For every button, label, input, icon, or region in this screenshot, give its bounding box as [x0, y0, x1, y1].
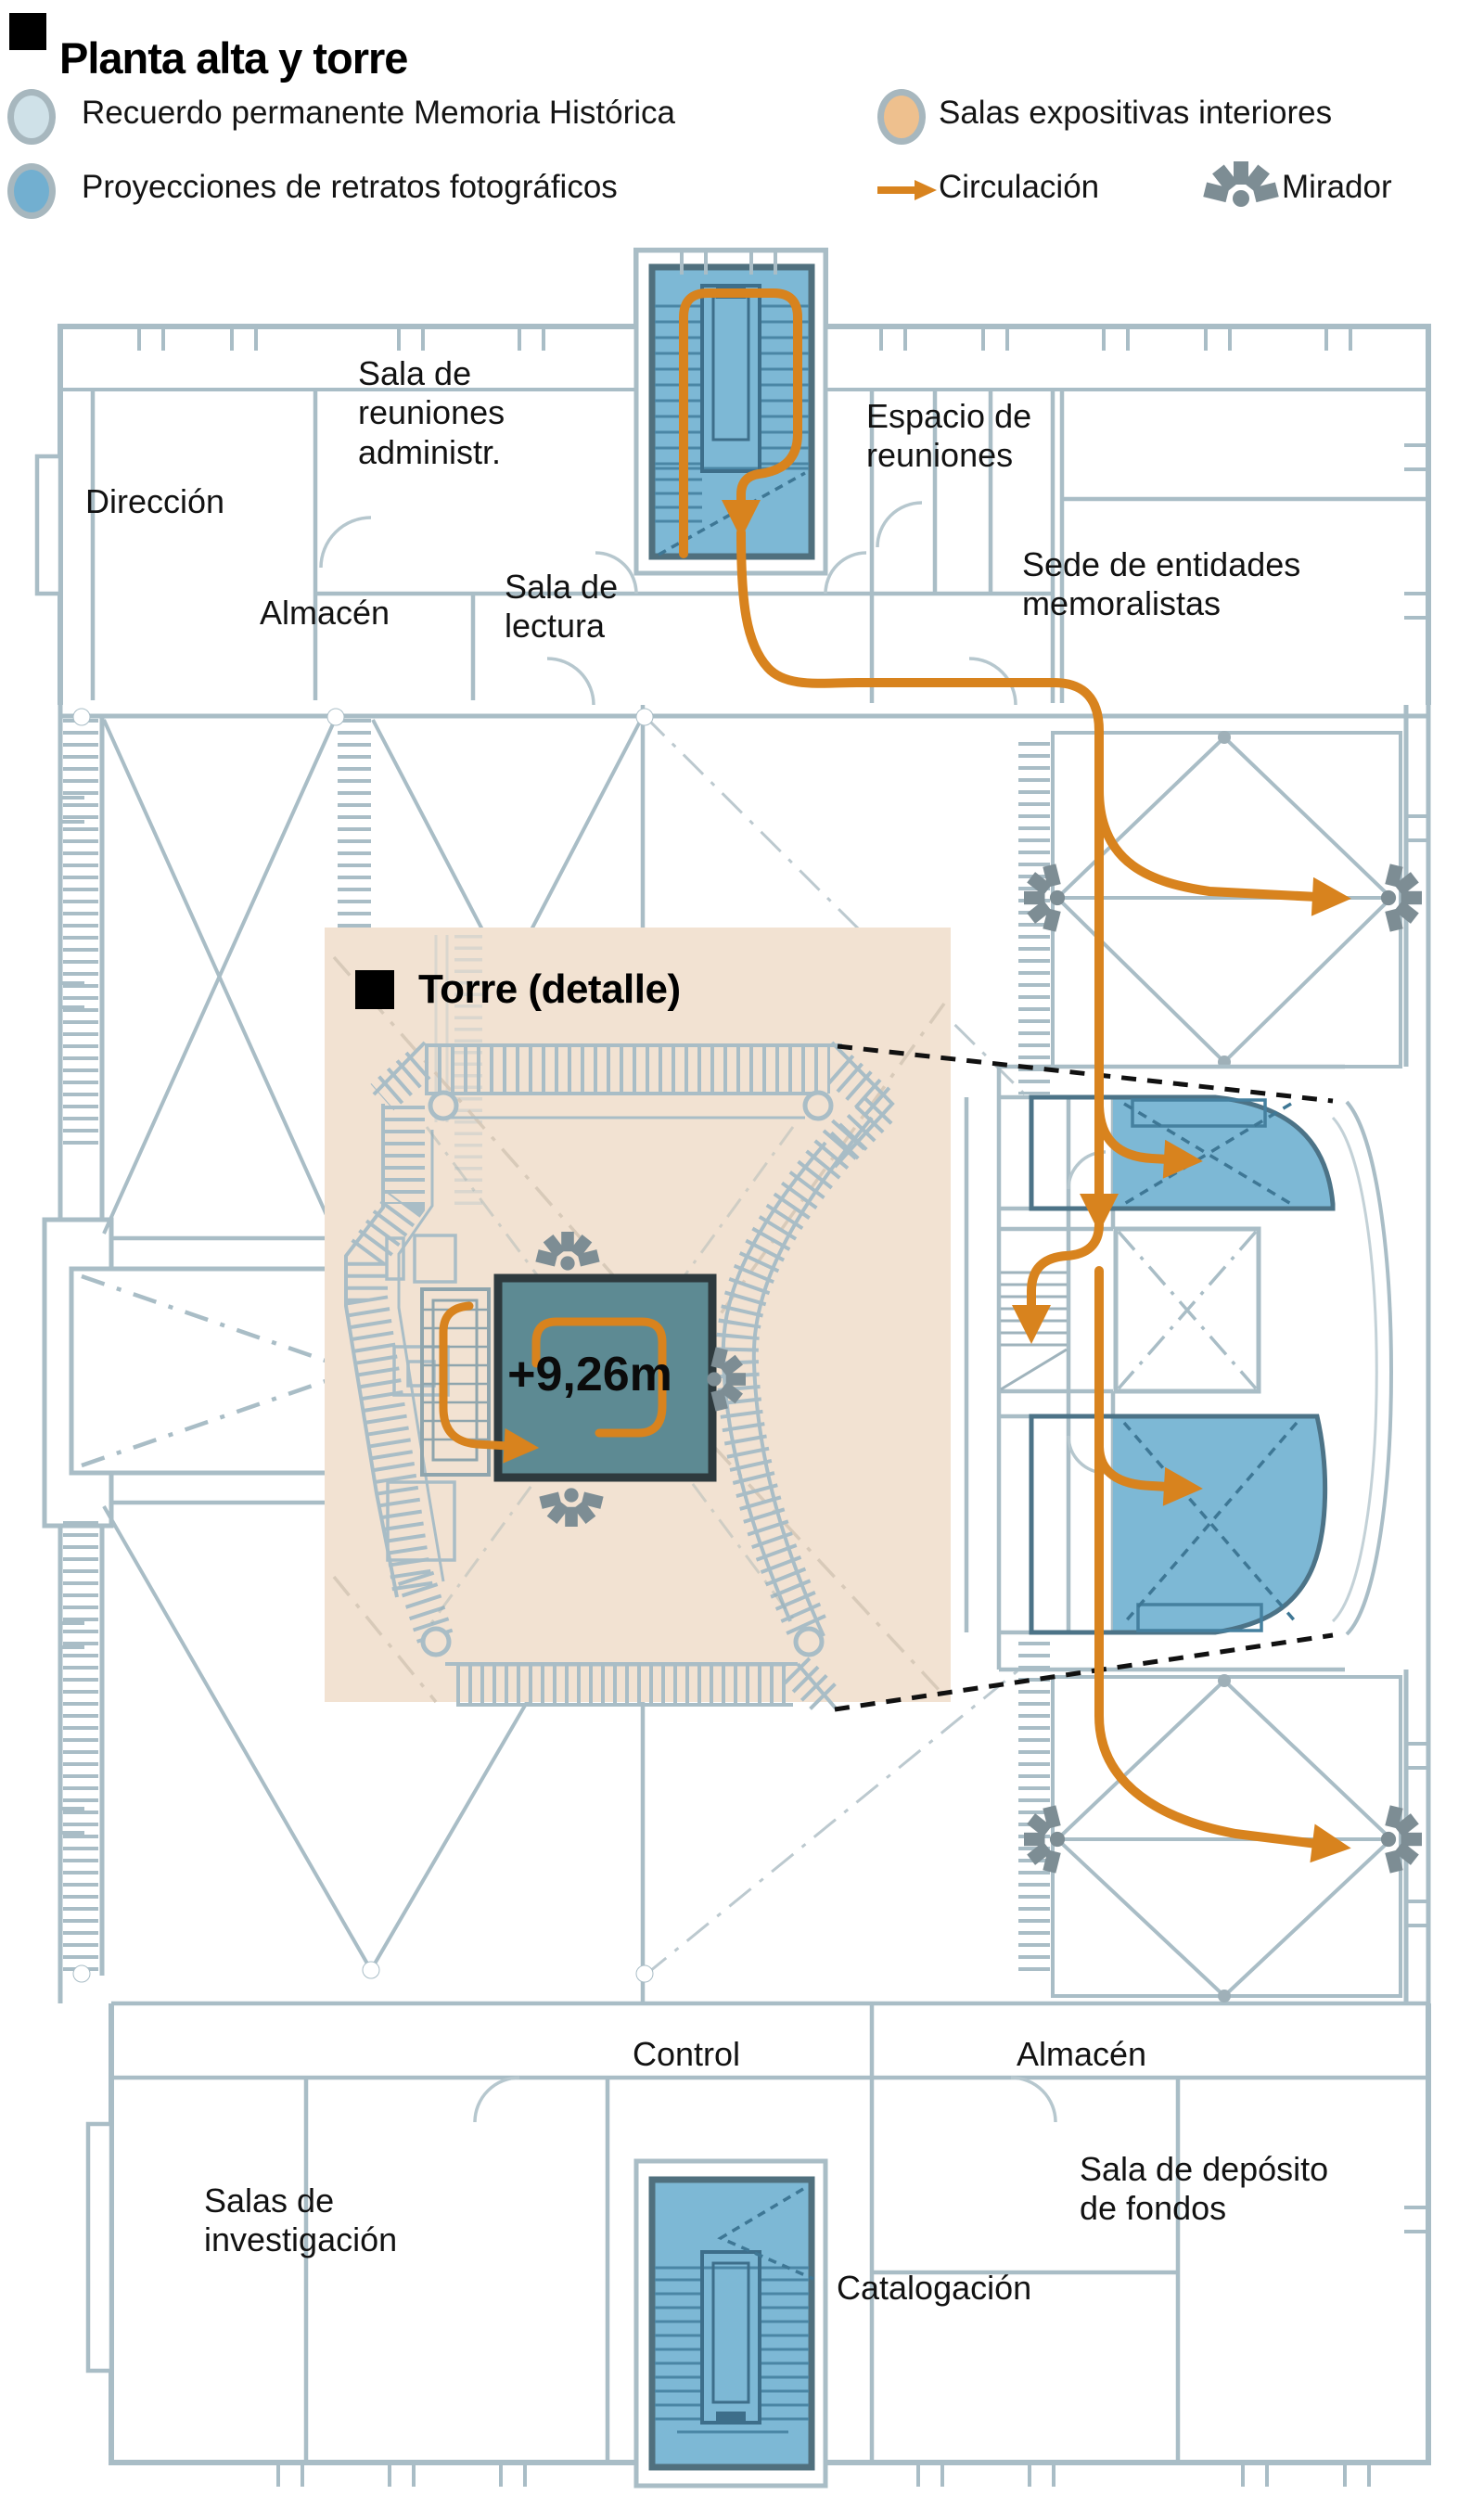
room-label-catalogacion: Catalogación: [837, 2269, 1032, 2307]
mirador-icon: [1024, 1805, 1066, 1874]
room-label-sede-entidades: Sede de entidades memoralistas: [1022, 545, 1301, 623]
legend-label-salas: Salas expositivas interiores: [939, 95, 1333, 131]
mirador-icon: [1024, 864, 1066, 932]
room-label-salas-investigacion: Salas de investigación: [204, 2182, 398, 2259]
legend-swatch-salas: [877, 89, 926, 145]
room-label-control: Control: [633, 2035, 741, 2073]
mirador-legend-icon: [1203, 161, 1279, 207]
inset-title: Torre (detalle): [355, 966, 681, 1013]
circulation-arrow-icon: [877, 180, 937, 200]
tower-site: [964, 1064, 1393, 1672]
inset-title-bullet: [355, 970, 394, 1009]
room-label-espacio-reuniones: Espacio de reuniones: [866, 397, 1032, 475]
elevation-label: +9,26m: [507, 1348, 672, 1401]
tower-inset-panel: [325, 928, 951, 1715]
title-bullet: [9, 13, 46, 50]
inset-connector-lines: [834, 1043, 1334, 1712]
room-label-sala-lectura: Sala de lectura: [505, 568, 619, 646]
room-label-almacen-bottom: Almacén: [1017, 2035, 1147, 2073]
projection-room-upper: [1029, 1094, 1336, 1211]
legend-swatch-recuerdo: [7, 89, 56, 145]
legend-label-mirador: Mirador: [1282, 169, 1392, 205]
room-label-sala-deposito: Sala de depósito de fondos: [1080, 2150, 1329, 2228]
page-title: Planta alta y torre: [59, 33, 408, 83]
legend-label-proyecciones: Proyecciones de retratos fotográficos: [82, 169, 618, 205]
door-arcs: [319, 501, 1107, 2123]
inset-title-text: Torre (detalle): [418, 966, 681, 1012]
legend-label-circulacion: Circulación: [939, 169, 1100, 205]
legend-label-recuerdo: Recuerdo permanente Memoria Histórica: [82, 95, 675, 131]
stairwell-bottom: [633, 2158, 828, 2489]
projection-room-lower: [1029, 1414, 1328, 1635]
room-label-almacen-top: Almacén: [260, 594, 390, 632]
legend-swatch-proyecciones: [7, 163, 56, 219]
room-label-sala-reuniones: Sala de reuniones administr.: [358, 354, 505, 471]
circulation-paths: [439, 288, 1351, 1863]
room-label-direccion: Dirección: [85, 482, 225, 520]
